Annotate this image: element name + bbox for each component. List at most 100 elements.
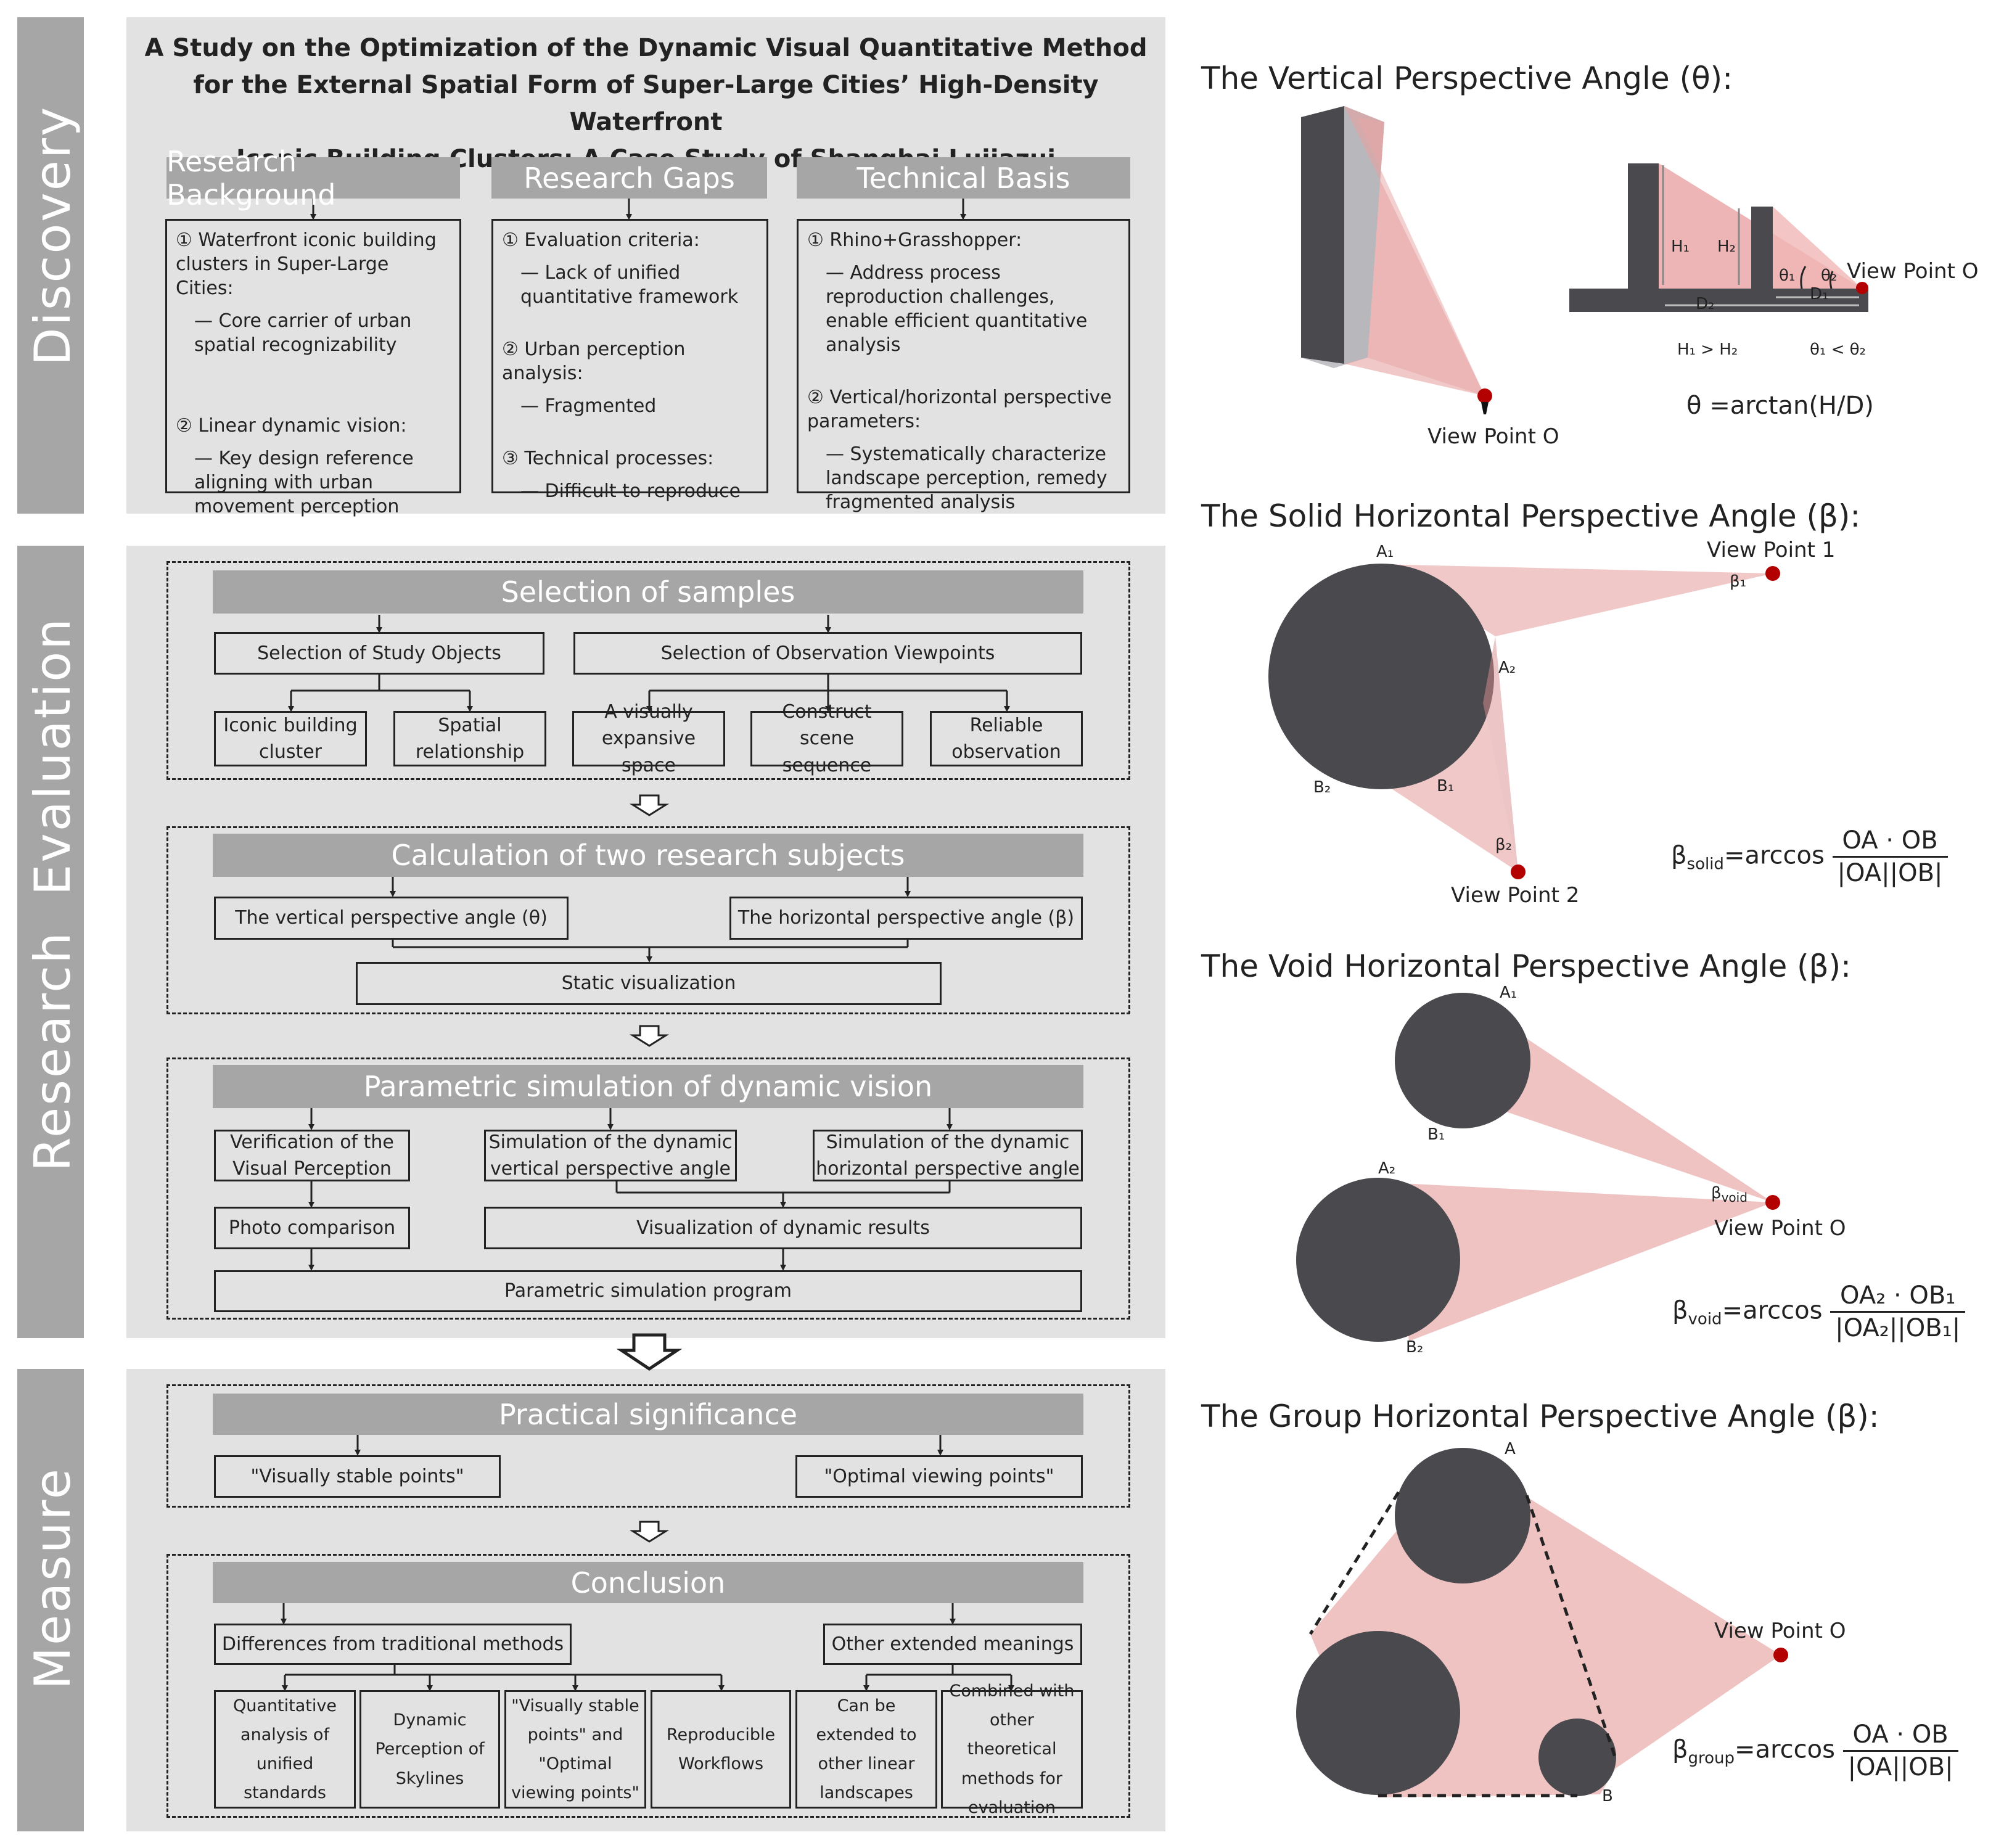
void-formula-beta: β xyxy=(1672,1296,1688,1325)
gap-item-3: ② Urban perception analysis: xyxy=(502,339,686,384)
title-solid-angle: The Solid Horizontal Perspective Angle (… xyxy=(1201,498,1861,534)
sim-dynamic-vertical: Simulation of the dynamic vertical persp… xyxy=(484,1130,737,1181)
void-formula-fraction: OA₂ · OB₁|OA₂||OB₁| xyxy=(1830,1281,1966,1342)
solid-label-a1: A₁ xyxy=(1376,543,1394,561)
photo-comparison: Photo comparison xyxy=(214,1207,410,1249)
visualization-dynamic-results: Visualization of dynamic results xyxy=(484,1207,1082,1249)
header-parametric: Parametric simulation of dynamic vision xyxy=(213,1065,1083,1108)
tech-item-3: ② Vertical/horizontal perspective parame… xyxy=(807,387,1112,432)
label-h1: H₁ xyxy=(1671,237,1690,256)
group-viewpoint-label: View Point O xyxy=(1714,1619,1846,1643)
label-d1: D₁ xyxy=(1810,285,1829,303)
header-research-gaps: Research Gaps xyxy=(491,157,767,199)
group-viewpoint xyxy=(1773,1648,1788,1662)
solid-label-b1: B₁ xyxy=(1437,777,1455,795)
conclusion-dynamic-skylines: Dynamic Perception of Skylines xyxy=(359,1690,500,1809)
bg-item-3: ② Linear dynamic vision: xyxy=(176,415,407,437)
other-extended-meanings: Other extended meanings xyxy=(823,1624,1082,1665)
study-title-line-2: for the External Spatial Form of Super-L… xyxy=(193,71,1099,136)
solid-viewpoint-1-label: View Point 1 xyxy=(1707,538,1836,562)
differences-traditional: Differences from traditional methods xyxy=(214,1624,572,1665)
sample-expansive-space: A visually expansive space xyxy=(572,701,725,776)
bg-item-4: — Key design reference aligning with urb… xyxy=(194,448,414,517)
void-viewpoint xyxy=(1765,1195,1780,1210)
group-formula-sub: group xyxy=(1688,1749,1735,1768)
group-building-3 xyxy=(1538,1719,1616,1796)
header-conclusion: Conclusion xyxy=(213,1562,1083,1603)
header-calculation: Calculation of two research subjects xyxy=(213,834,1083,877)
solid-viewpoint-2-label: View Point 2 xyxy=(1451,883,1580,908)
solid-formula-beta: β xyxy=(1671,841,1687,870)
void-beta-sub: void xyxy=(1721,1190,1748,1205)
title-vertical-angle: The Vertical Perspective Angle (θ): xyxy=(1201,60,1733,96)
group-diagram xyxy=(1296,1448,1788,1797)
group-formula-eq: =arccos xyxy=(1735,1735,1835,1764)
sample-scene-sequence: Construct scene sequence xyxy=(750,701,903,776)
label-theta-compare: θ₁ < θ₂ xyxy=(1810,340,1866,359)
group-formula-beta: β xyxy=(1672,1735,1688,1764)
void-label-a1: A₁ xyxy=(1500,984,1518,1002)
study-title: A Study on the Optimization of the Dynam… xyxy=(126,30,1165,178)
void-label-b1: B₁ xyxy=(1427,1125,1445,1144)
void-formula-den: |OA₂||OB₁| xyxy=(1835,1314,1961,1342)
technical-basis-box: ① Rhino+Grasshopper: — Address process r… xyxy=(797,219,1130,513)
void-diagram xyxy=(1296,993,1780,1342)
header-practical: Practical significance xyxy=(213,1394,1083,1435)
label-h-compare: H₁ > H₂ xyxy=(1677,340,1738,359)
group-formula-den: |OA||OB| xyxy=(1847,1753,1953,1781)
gap-item-2: — Lack of unified quantitative framework xyxy=(520,262,739,308)
gap-item-4: — Fragmented xyxy=(520,395,657,417)
sidebar-research-evaluation: Research Evaluation xyxy=(17,546,84,1338)
void-formula-num: OA₂ · OB₁ xyxy=(1830,1281,1966,1313)
static-visualization: Static visualization xyxy=(356,962,942,1005)
group-formula-num: OA · OB xyxy=(1842,1720,1958,1752)
calculation-group xyxy=(166,826,1130,1014)
solid-building xyxy=(1268,564,1494,789)
gap-item-6: — Difficult to reproduce xyxy=(520,480,741,502)
bg-item-2: — Core carrier of urban spatial recogniz… xyxy=(194,310,412,356)
title-group-angle: The Group Horizontal Perspective Angle (… xyxy=(1201,1398,1879,1434)
group-formula: βgroup=arccos OA · OB|OA||OB| xyxy=(1672,1720,1958,1781)
void-formula-eq: =arccos xyxy=(1722,1296,1823,1325)
void-building-1 xyxy=(1395,993,1530,1128)
vertical-formula: θ =arctan(H/D) xyxy=(1686,392,1874,420)
group-formula-fraction: OA · OB|OA||OB| xyxy=(1842,1720,1958,1781)
void-viewpoint-label: View Point O xyxy=(1714,1216,1846,1241)
solid-formula-num: OA · OB xyxy=(1832,826,1948,858)
solid-formula-den: |OA||OB| xyxy=(1837,859,1943,887)
gap-item-5: ③ Technical processes: xyxy=(502,448,714,469)
selection-study-objects: Selection of Study Objects xyxy=(214,632,544,675)
sim-dynamic-horizontal: Simulation of the dynamic horizontal per… xyxy=(813,1130,1083,1181)
parametric-group xyxy=(166,1057,1130,1320)
solid-label-beta1: β₁ xyxy=(1730,572,1747,591)
selection-viewpoints: Selection of Observation Viewpoints xyxy=(573,632,1082,675)
verification-visual-perception: Verification of the Visual Perception xyxy=(214,1130,410,1181)
bg-item-1: ① Waterfront iconic building clusters in… xyxy=(176,229,437,299)
group-label-b: B xyxy=(1602,1787,1613,1805)
solid-label-a2: A₂ xyxy=(1498,659,1516,677)
group-building-2 xyxy=(1296,1631,1460,1795)
solid-formula-fraction: OA · OB|OA||OB| xyxy=(1832,826,1948,887)
visually-stable-points: "Visually stable points" xyxy=(214,1455,501,1498)
void-formula: βvoid=arccos OA₂ · OB₁|OA₂||OB₁| xyxy=(1672,1281,1966,1342)
solid-formula-sub: solid xyxy=(1686,855,1724,874)
group-label-a: A xyxy=(1505,1440,1516,1458)
void-building-2 xyxy=(1296,1178,1460,1342)
conclusion-group xyxy=(166,1554,1130,1818)
research-gaps-box: ① Evaluation criteria: — Lack of unified… xyxy=(491,219,768,502)
header-technical-basis: Technical Basis xyxy=(797,157,1130,199)
practical-group xyxy=(166,1384,1130,1508)
void-formula-sub: void xyxy=(1688,1310,1722,1329)
sample-spatial-relationship: Spatial relationship xyxy=(393,711,546,766)
tech-item-4: — Systematically characterize landscape … xyxy=(826,443,1107,513)
label-h2: H₂ xyxy=(1717,237,1736,256)
label-theta2: θ₂ xyxy=(1821,266,1838,285)
sidebar-discovery: Discovery xyxy=(17,17,84,514)
vertical-viewpoint-label: View Point O xyxy=(1427,424,1559,449)
section-viewpoint-label: View Point O xyxy=(1847,259,1979,284)
header-selection-of-samples: Selection of samples xyxy=(213,570,1083,614)
optimal-viewing-points: "Optimal viewing points" xyxy=(795,1455,1083,1498)
void-beta-symbol: β xyxy=(1711,1184,1722,1202)
tech-item-1: ① Rhino+Grasshopper: xyxy=(807,229,1022,251)
